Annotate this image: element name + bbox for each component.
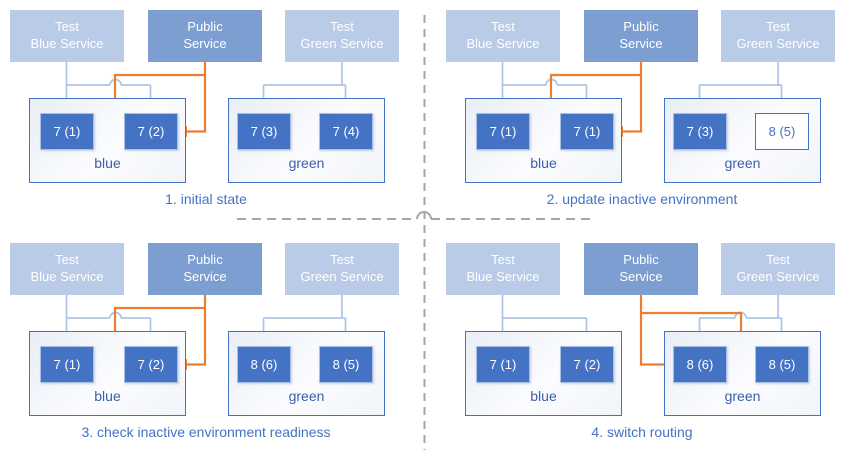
- test-blue-service-box: Test Blue Service: [10, 243, 124, 295]
- service-label-line: Test: [330, 252, 354, 268]
- service-label-line: Service: [183, 36, 227, 51]
- pod: 8 (6): [237, 346, 291, 383]
- service-label-line: Test: [491, 252, 515, 268]
- service-label-line: Public: [187, 252, 223, 268]
- test-blue-service-box: Test Blue Service: [446, 243, 560, 295]
- pod: 7 (3): [673, 113, 727, 150]
- service-label-line: Green Service: [300, 269, 384, 284]
- service-label-line: Service: [183, 269, 227, 284]
- service-label-line: Blue Service: [466, 36, 540, 51]
- pod: 8 (5): [755, 346, 809, 383]
- service-label-line: Green Service: [736, 36, 820, 51]
- service-label-line: Green Service: [736, 269, 820, 284]
- pod: 7 (1): [476, 113, 530, 150]
- test-green-service-box: Test Green Service: [285, 243, 399, 295]
- pod: 7 (2): [560, 346, 614, 383]
- public-service-box: Public Service: [148, 243, 262, 295]
- pod: 7 (1): [40, 346, 94, 383]
- panel-1-initial-state: Test Blue Service Public Service Test Gr…: [0, 0, 424, 228]
- test-green-service-box: Test Green Service: [285, 10, 399, 62]
- service-label-line: Test: [491, 19, 515, 35]
- service-label-line: Service: [619, 269, 663, 284]
- service-label-line: Blue Service: [466, 269, 540, 284]
- panel-3-check-inactive-environment-readiness: Test Blue Service Public Service Test Gr…: [0, 233, 424, 456]
- public-service-box: Public Service: [148, 10, 262, 62]
- service-label-line: Green Service: [300, 36, 384, 51]
- service-label-line: Public: [623, 19, 659, 35]
- service-label-line: Test: [55, 252, 79, 268]
- pod: 8 (6): [673, 346, 727, 383]
- environment-label: green: [724, 155, 761, 171]
- environment-label: blue: [530, 388, 557, 404]
- environment-label: green: [288, 155, 325, 171]
- pod: 7 (1): [476, 346, 530, 383]
- public-service-box: Public Service: [584, 243, 698, 295]
- pod-new-version: 8 (5): [755, 113, 809, 150]
- public-service-box: Public Service: [584, 10, 698, 62]
- test-blue-service-box: Test Blue Service: [10, 10, 124, 62]
- test-green-service-box: Test Green Service: [721, 243, 835, 295]
- service-label-line: Public: [623, 252, 659, 268]
- service-label-line: Public: [187, 19, 223, 35]
- test-blue-service-box: Test Blue Service: [446, 10, 560, 62]
- service-label-line: Blue Service: [30, 269, 104, 284]
- environment-label: blue: [530, 155, 557, 171]
- environment-label: green: [724, 388, 761, 404]
- service-label-line: Service: [619, 36, 663, 51]
- service-label-line: Test: [330, 19, 354, 35]
- panel-2-update-inactive-environment: Test Blue Service Public Service Test Gr…: [436, 0, 848, 228]
- service-label-line: Test: [766, 252, 790, 268]
- service-label-line: Test: [766, 19, 790, 35]
- environment-label: green: [288, 388, 325, 404]
- pod: 7 (1): [40, 113, 94, 150]
- pod: 7 (2): [124, 113, 178, 150]
- pod: 8 (5): [319, 346, 373, 383]
- service-label-line: Test: [55, 19, 79, 35]
- step-caption: 3. check inactive environment readiness: [81, 424, 331, 440]
- pod: 7 (4): [319, 113, 373, 150]
- step-caption: 4. switch routing: [591, 424, 693, 440]
- pod: 7 (3): [237, 113, 291, 150]
- step-caption: 2. update inactive environment: [546, 191, 738, 207]
- panel-4-switch-routing: Test Blue Service Public Service Test Gr…: [436, 233, 848, 456]
- pod: 7 (2): [124, 346, 178, 383]
- service-label-line: Blue Service: [30, 36, 104, 51]
- pod: 7 (1): [560, 113, 614, 150]
- step-caption: 1. initial state: [165, 191, 247, 207]
- environment-label: blue: [94, 388, 121, 404]
- environment-label: blue: [94, 155, 121, 171]
- test-green-service-box: Test Green Service: [721, 10, 835, 62]
